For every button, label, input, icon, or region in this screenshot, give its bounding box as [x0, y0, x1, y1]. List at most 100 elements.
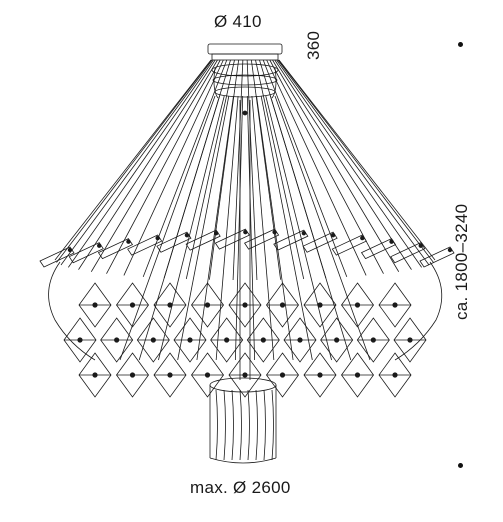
- cable-line: [246, 95, 256, 361]
- bottom-cylinder: [209, 377, 277, 464]
- lattice-diamond: [320, 317, 354, 363]
- lattice-diamond: [173, 317, 207, 363]
- ring-wing-left: [48, 261, 96, 361]
- cable-line: [272, 59, 400, 272]
- ring-segment: [273, 229, 309, 251]
- ring-segment: [302, 231, 338, 253]
- lattice-diamond: [153, 352, 187, 398]
- cable-line: [262, 59, 348, 278]
- cylinder-rib: [263, 389, 266, 461]
- cable-line: [68, 59, 214, 268]
- cable-line: [138, 95, 220, 361]
- ring-joint: [418, 243, 423, 248]
- cable-line: [256, 95, 294, 361]
- lattice-diamond: [116, 352, 149, 398]
- cable-line: [277, 59, 430, 266]
- cable-line: [78, 59, 216, 270]
- ring-joint: [243, 229, 248, 235]
- cable-line: [215, 95, 239, 361]
- lattice-diamond: [153, 282, 187, 328]
- ring-segment: [244, 228, 280, 250]
- ring-segment: [185, 229, 221, 251]
- cable-line: [123, 59, 224, 276]
- cable-line: [274, 59, 412, 270]
- ring-segment: [331, 234, 367, 256]
- lattice-diamond: [116, 282, 149, 328]
- cable-line: [276, 59, 422, 268]
- scissor-lattice: [63, 282, 427, 398]
- ring-joint: [67, 247, 73, 253]
- lattice-diamond: [356, 317, 390, 363]
- drop-height-label: ca. 1800–3240: [452, 203, 471, 320]
- lattice-diamond: [63, 317, 97, 363]
- ring-joint: [272, 229, 277, 235]
- cable-line: [266, 59, 367, 276]
- ring-joint: [301, 230, 307, 236]
- lattice-diamond: [228, 282, 262, 328]
- cylinder-rib: [231, 389, 234, 461]
- ring-joint: [213, 230, 219, 236]
- cable-line: [119, 95, 216, 361]
- cable-line: [60, 59, 213, 266]
- cable-line: [196, 95, 234, 361]
- cable-line: [255, 59, 305, 280]
- ring-segment: [97, 238, 134, 260]
- cylinder-rib: [247, 389, 250, 461]
- ring-segment: [127, 234, 163, 256]
- lattice-diamond: [210, 317, 244, 363]
- lattice-diamond: [78, 282, 112, 328]
- canopy-height-label: 360: [304, 30, 323, 60]
- lattice-diamond: [191, 282, 224, 328]
- lattice-diamond: [266, 282, 299, 328]
- ring-wing-right: [394, 261, 443, 361]
- ring-joint: [330, 232, 336, 238]
- lattice-diamond: [341, 282, 374, 328]
- lattice-diamond: [283, 317, 317, 363]
- bullet-marker-top: [458, 42, 463, 47]
- cable-line: [278, 59, 434, 263]
- cable-line: [270, 95, 352, 361]
- cable-line: [278, 59, 436, 261]
- lattice-diamond: [393, 317, 427, 363]
- ring-joint: [360, 235, 365, 241]
- cylinder-rib: [215, 389, 218, 461]
- cable-line: [106, 59, 221, 274]
- cable-line: [185, 59, 235, 280]
- lattice-diamond: [78, 352, 112, 398]
- cable-line: [232, 59, 244, 280]
- lattice-diamond: [100, 317, 134, 363]
- cable-line: [251, 95, 275, 361]
- lattice-diamond: [266, 352, 299, 398]
- lattice-diamond: [246, 317, 280, 363]
- max-diameter-label: max. Ø 2600: [190, 478, 291, 497]
- lattice-diamond: [303, 352, 337, 398]
- bullet-marker-bottom: [458, 463, 463, 468]
- upper-ring-band: [39, 228, 455, 361]
- cylinder-rib: [223, 389, 226, 461]
- suspension-cables: [54, 59, 436, 361]
- lattice-diamond: [378, 282, 412, 328]
- cable-line: [265, 95, 332, 361]
- lattice-diamond: [191, 352, 224, 398]
- cable-line: [246, 59, 258, 280]
- ring-joint: [447, 247, 453, 253]
- cable-line: [234, 95, 244, 361]
- ring-joint: [155, 235, 160, 241]
- cable-line: [90, 59, 218, 272]
- lattice-diamond: [228, 352, 262, 398]
- cable-line: [54, 59, 212, 261]
- ring-segment: [68, 242, 104, 264]
- ring-joint: [126, 239, 131, 244]
- cable-line: [158, 95, 225, 361]
- lattice-diamond: [136, 317, 170, 363]
- ring-joint: [97, 243, 102, 248]
- cable-line: [177, 95, 230, 361]
- cylinder-rib: [271, 389, 274, 461]
- cylinder-rib: [255, 389, 258, 461]
- ring-segment: [214, 228, 250, 250]
- ring-segment: [39, 246, 75, 268]
- lattice-diamond: [378, 352, 412, 398]
- cylinder-rib: [239, 389, 242, 461]
- ring-segment: [419, 246, 455, 268]
- ring-joint: [389, 239, 394, 244]
